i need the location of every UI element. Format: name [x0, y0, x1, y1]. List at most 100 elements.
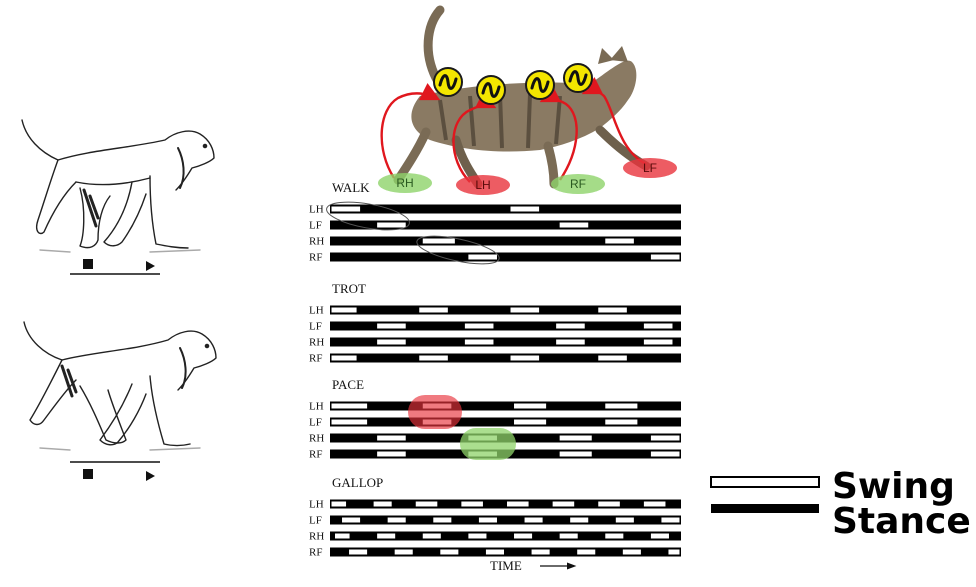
leg-label: RH — [309, 433, 324, 445]
stance-bar — [330, 547, 681, 557]
foot-label-group: RH LH RF LF — [378, 158, 677, 195]
leg-label: RF — [309, 353, 322, 365]
playback-bar-top — [70, 259, 160, 275]
swing-segment — [510, 206, 540, 212]
swing-segment — [440, 549, 459, 555]
leg-label: LF — [309, 321, 322, 333]
dog-walking-sketch-bottom — [23, 321, 217, 451]
sine-wave-oscillator-icon — [525, 70, 555, 100]
pace-right-swing-highlight — [460, 428, 516, 460]
swing-segment — [643, 339, 673, 345]
gait-title-walk: WALK — [332, 180, 370, 195]
swing-segment — [387, 517, 406, 523]
swing-segment — [598, 307, 627, 313]
swing-segment — [650, 533, 669, 539]
swing-segment — [507, 501, 529, 507]
swing-segment — [464, 323, 494, 329]
swing-segment — [598, 355, 627, 361]
swing-segment — [514, 533, 533, 539]
stance-bar — [330, 204, 681, 214]
stance-bar — [330, 417, 681, 427]
swing-segment — [559, 533, 578, 539]
foot-label-marker — [456, 175, 510, 195]
swing-segment — [394, 549, 413, 555]
swing-segment — [524, 517, 543, 523]
swing-segment — [433, 517, 452, 523]
swing-segment — [514, 419, 547, 425]
leg-label: RH — [309, 236, 324, 248]
stance-bar — [330, 321, 681, 331]
stop-icon — [83, 469, 93, 479]
swing-segment — [377, 533, 396, 539]
swing-segment — [377, 222, 406, 228]
time-axis: TIME — [490, 558, 577, 573]
swing-segment — [419, 307, 448, 313]
leg-label: LF — [309, 417, 322, 429]
swing-segment — [559, 451, 592, 457]
swing-segment — [331, 307, 357, 313]
legend-swing-swatch — [710, 476, 820, 488]
gait-title-pace: PACE — [332, 377, 364, 392]
oscillator-group — [433, 63, 593, 105]
swing-segment — [335, 533, 350, 539]
playback-bar-bottom — [70, 461, 160, 481]
stance-bar — [330, 252, 681, 262]
swing-segment — [373, 501, 392, 507]
swing-segment — [605, 238, 634, 244]
stance-bar — [330, 236, 681, 246]
leg-label: RF — [309, 449, 322, 461]
swing-segment — [419, 355, 448, 361]
foot-label-marker — [551, 174, 605, 194]
swing-segment — [377, 451, 406, 457]
swing-segment — [377, 323, 406, 329]
foot-label-marker — [623, 158, 677, 178]
swing-segment — [422, 533, 441, 539]
swing-segment — [552, 501, 575, 507]
stance-bar — [330, 353, 681, 363]
swing-segment — [485, 549, 504, 555]
swing-segment — [377, 339, 406, 345]
foot-label: RF — [570, 177, 586, 191]
leg-label: RF — [309, 547, 322, 559]
swing-segment — [622, 549, 641, 555]
swing-segment — [464, 339, 494, 345]
swing-segment — [514, 403, 547, 409]
swing-segment — [468, 254, 497, 260]
stance-bar — [330, 531, 681, 541]
swing-segment — [643, 323, 673, 329]
legend-swing-label: Swing — [832, 466, 955, 507]
stance-bar — [330, 515, 681, 525]
sine-wave-oscillator-icon — [563, 63, 593, 93]
dog-walking-sketch-top — [21, 119, 215, 253]
swing-segment — [531, 549, 550, 555]
pace-highlights — [408, 395, 516, 460]
leg-label: LH — [309, 204, 324, 216]
walk-swing-circles — [326, 201, 500, 265]
swing-segment — [615, 517, 634, 523]
swing-segment — [650, 435, 680, 441]
foot-label: LH — [475, 178, 490, 192]
swing-segment — [605, 419, 638, 425]
leg-label: RH — [309, 337, 324, 349]
leg-label: LH — [309, 401, 324, 413]
swing-segment — [422, 238, 455, 244]
swing-segment — [461, 501, 483, 507]
swing-segment — [643, 501, 666, 507]
stance-bar — [330, 337, 681, 347]
swing-segment — [415, 501, 438, 507]
swing-segment — [377, 435, 406, 441]
play-icon — [146, 261, 155, 271]
leg-label: LF — [309, 515, 322, 527]
gait-title-gallop: GALLOP — [332, 475, 383, 490]
leg-label: LF — [309, 220, 322, 232]
sine-wave-oscillator-icon — [433, 67, 463, 97]
swing-segment — [331, 403, 368, 409]
swing-segment — [650, 254, 680, 260]
foot-label: LF — [643, 161, 657, 175]
leg-label: LH — [309, 305, 324, 317]
foot-label: RH — [396, 176, 413, 190]
leg-label: RF — [309, 252, 322, 264]
swing-segment — [342, 517, 361, 523]
gait-title-trot: TROT — [332, 281, 366, 296]
